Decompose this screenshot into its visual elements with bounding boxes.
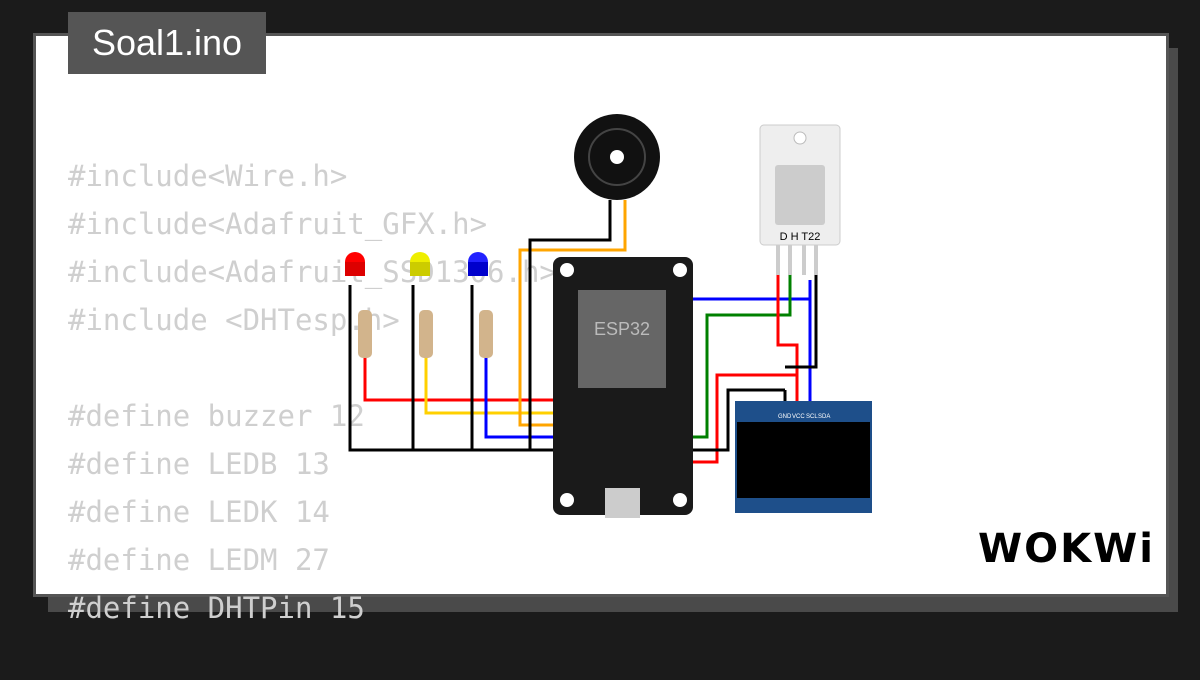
wire-scl — [685, 280, 812, 405]
svg-text:VCC: VCC — [792, 414, 805, 420]
esp32-board: ESP32 — [553, 257, 693, 518]
dht22-sensor: D H T22 — [759, 124, 841, 275]
code-line: #define DHTPin 15 — [68, 591, 365, 625]
wokwi-logo: WOKWi — [978, 526, 1155, 572]
svg-text:SCL: SCL — [806, 414, 818, 420]
wire-vcc — [685, 255, 799, 464]
code-line: #define buzzer 12 — [68, 399, 365, 433]
svg-text:SDA: SDA — [818, 414, 830, 420]
code-line: #define LEDK 14 — [68, 495, 330, 529]
code-line: #include<Adafruit_GFX.h> — [68, 207, 488, 241]
leds — [345, 252, 493, 358]
buzzer — [574, 114, 660, 200]
wire-gnd — [348, 285, 558, 452]
code-line: #include<Wire.h> — [68, 159, 348, 193]
esp32-label: ESP32 — [594, 319, 650, 339]
project-title: Soal1.ino — [68, 12, 266, 74]
wire-blue-led — [484, 355, 558, 439]
wire-buzzer-gnd — [528, 200, 612, 450]
wire-buzzer — [518, 200, 627, 427]
wire-dht-data — [685, 255, 792, 439]
svg-text:GND: GND — [778, 414, 792, 420]
wire-yellow-led — [424, 355, 558, 415]
code-line: #include <DHTesp.h> — [68, 303, 400, 337]
code-line: #define LEDB 13 — [68, 447, 330, 481]
dht-label: D H T22 — [780, 231, 821, 243]
code-line: #define LEDM 27 — [68, 543, 330, 577]
